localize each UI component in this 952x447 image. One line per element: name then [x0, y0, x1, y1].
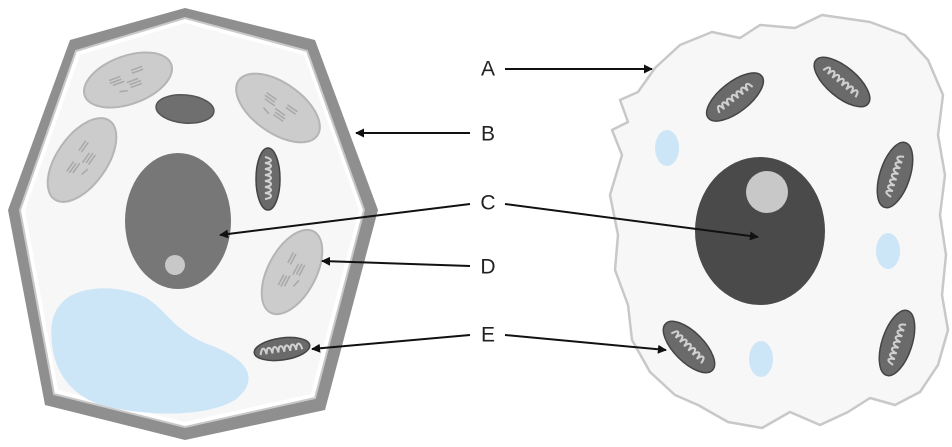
labels: A B C D E [480, 58, 495, 347]
plant-cell [8, 8, 378, 440]
plant-nucleolus [165, 255, 185, 275]
plant-mitochondrion-1 [256, 148, 280, 210]
animal-vacuole-1 [655, 130, 679, 166]
animal-vacuole-2 [876, 233, 900, 269]
animal-nucleolus [746, 171, 788, 213]
animal-vacuole-3 [749, 341, 773, 377]
label-b: B [481, 123, 495, 146]
label-e: E [481, 324, 495, 347]
label-c: C [480, 192, 495, 215]
label-a: A [481, 58, 495, 81]
label-d: D [480, 256, 495, 279]
animal-cell [610, 15, 948, 428]
